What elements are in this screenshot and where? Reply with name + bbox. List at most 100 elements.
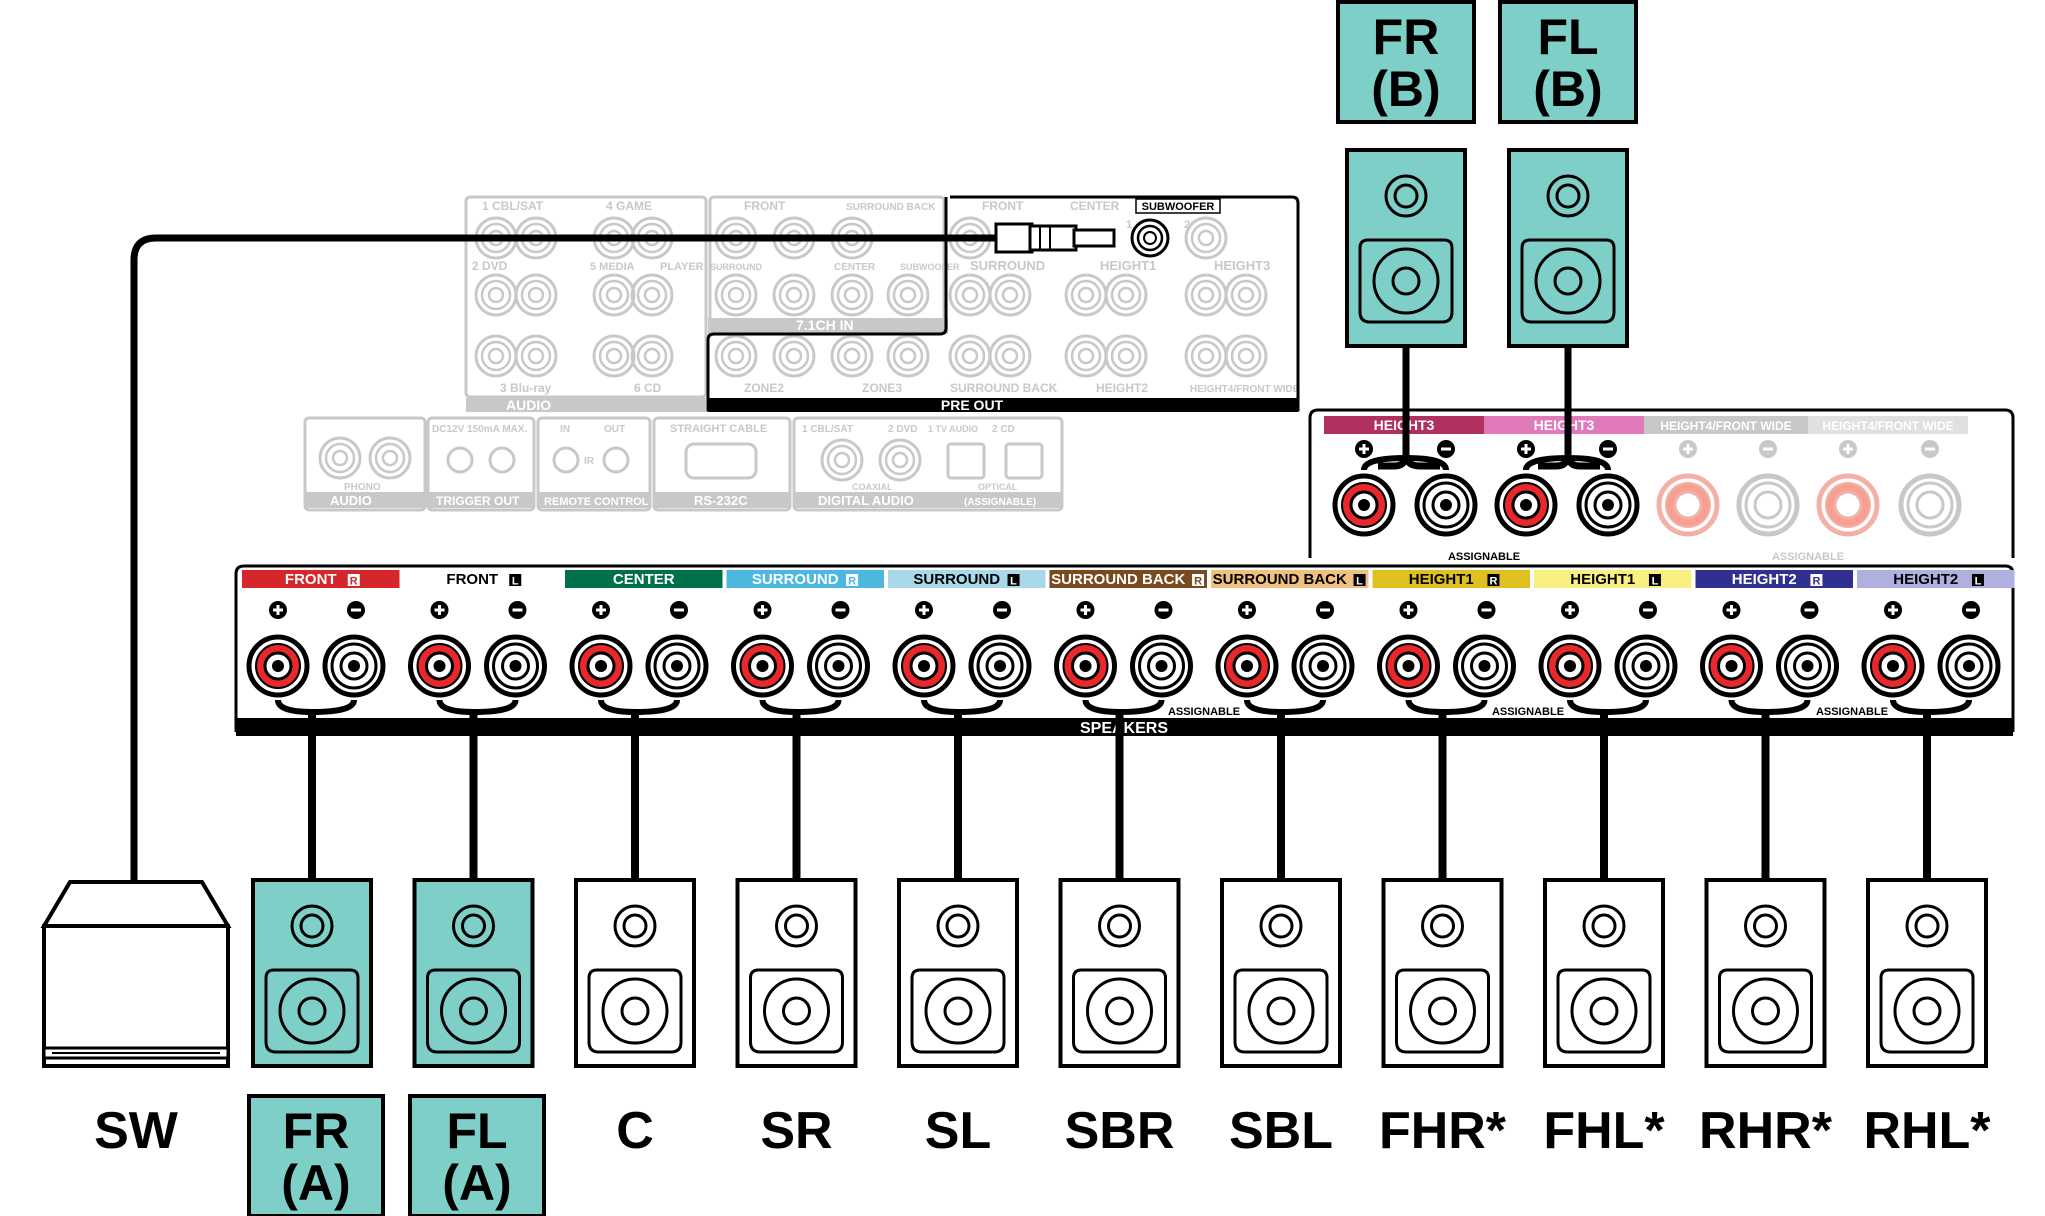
side-mark: R: [1194, 576, 1202, 588]
negative-terminal[interactable]: [1617, 637, 1675, 695]
speakers-label: SPEAKERS: [1080, 720, 1168, 737]
speaker-label: FHL*: [1543, 1102, 1665, 1160]
side-mark-box: [347, 574, 360, 586]
positive-terminal[interactable]: [734, 637, 792, 695]
fl-a-label-line2: (A): [442, 1155, 511, 1211]
negative-terminal[interactable]: [325, 637, 383, 695]
speaker-label: RHR*: [1699, 1102, 1833, 1160]
positive-terminal[interactable]: [1659, 476, 1717, 534]
terminal-color-bar: [1049, 570, 1207, 588]
side-mark: L: [512, 576, 519, 588]
negative-terminal[interactable]: [487, 637, 545, 695]
assignable-label-h1: ASSIGNABLE: [1492, 706, 1564, 718]
negative-terminal[interactable]: [1901, 476, 1959, 534]
terminal-color-bar: [242, 570, 400, 588]
positive-terminal[interactable]: [1703, 637, 1761, 695]
positive-terminal[interactable]: [1218, 637, 1276, 695]
bluray-label: 3 Blu-ray: [500, 381, 552, 395]
speaker-fr-b: [1345, 148, 1467, 348]
minus-icon: [1759, 440, 1777, 458]
plus-icon: [269, 601, 287, 619]
minus-icon: [1800, 601, 1819, 619]
subwoofer-jack[interactable]: [1130, 218, 1170, 258]
terminal-label: HEIGHT1: [1570, 571, 1635, 588]
positive-terminal[interactable]: [1819, 476, 1877, 534]
ir-label: IR: [584, 456, 595, 467]
positive-terminal[interactable]: [249, 637, 307, 695]
terminal-group-2: CENTER: [565, 570, 723, 880]
negative-terminal[interactable]: [1456, 637, 1514, 695]
positive-terminal[interactable]: [572, 637, 630, 695]
positive-terminal[interactable]: [1497, 476, 1555, 534]
negative-terminal[interactable]: [810, 637, 868, 695]
negative-terminal[interactable]: [1579, 476, 1637, 534]
minus-icon: [508, 601, 527, 619]
sub2-label: 2: [1184, 219, 1190, 231]
digital-audio-label: DIGITAL AUDIO: [818, 493, 914, 508]
positive-terminal[interactable]: [1380, 637, 1438, 695]
plus-icon: [1884, 601, 1902, 619]
negative-terminal[interactable]: [1739, 476, 1797, 534]
positive-terminal[interactable]: [1864, 637, 1922, 695]
side-mark-box: [1648, 574, 1661, 586]
speaker-label: RHL*: [1863, 1102, 1991, 1160]
plus-icon: [753, 601, 772, 619]
speaker-sl: [897, 878, 1019, 1068]
side-mark-box: [1353, 574, 1366, 586]
minus-icon: [347, 601, 365, 619]
dvd-label: 2 DVD: [472, 259, 508, 273]
height4fw-l-label: HEIGHT4/FRONT WIDE: [1822, 419, 1953, 433]
game-label: 4 GAME: [606, 199, 652, 213]
positive-terminal[interactable]: [1541, 637, 1599, 695]
plus-icon: [592, 601, 610, 619]
terminal-label: FRONT: [446, 571, 498, 588]
side-mark-box: [1192, 574, 1205, 586]
negative-terminal[interactable]: [971, 637, 1029, 695]
zone3-label: ZONE3: [862, 381, 902, 395]
speaker-label: SBL: [1229, 1102, 1333, 1160]
sub1-label: 1: [1126, 219, 1132, 231]
surround-small-label: SURROUND: [710, 262, 763, 272]
positive-terminal[interactable]: [1335, 476, 1393, 534]
speaker-rhr: [1704, 878, 1827, 1068]
negative-terminal[interactable]: [648, 637, 706, 695]
side-mark: L: [1010, 576, 1017, 588]
subwoofer-small-label: SUBWOOFER: [900, 262, 960, 272]
terminal-color-bar: [726, 570, 884, 588]
negative-terminal[interactable]: [1940, 637, 1998, 695]
speaker-cable-loop: [1082, 699, 1165, 716]
speaker-cable-loop: [1890, 699, 1972, 716]
speaker-cable-loop: [759, 699, 842, 716]
speaker-sr: [735, 878, 858, 1068]
minus-icon: [1477, 601, 1496, 619]
digital-cbl-label: 1 CBL/SAT: [802, 424, 853, 435]
plus-icon: [1076, 601, 1095, 619]
minus-icon: [1437, 440, 1455, 458]
pre-out-label: PRE OUT: [941, 397, 1004, 413]
negative-terminal[interactable]: [1294, 637, 1352, 695]
terminal-label: SURROUND BACK: [1213, 571, 1347, 588]
remote-control-label: REMOTE CONTROL: [544, 496, 649, 508]
positive-terminal[interactable]: [895, 637, 953, 695]
negative-terminal[interactable]: [1417, 476, 1475, 534]
speaker-cable-loop: [1405, 699, 1488, 716]
negative-terminal[interactable]: [1779, 637, 1837, 695]
fr-b-label: FR (B): [1336, 0, 1476, 124]
fr-b-label-line2: (B): [1371, 61, 1440, 117]
speaker-cable-loop: [1244, 699, 1326, 716]
positive-terminal[interactable]: [1057, 637, 1115, 695]
speaker-cable-loop: [1728, 699, 1811, 716]
terminal-label: SURROUND BACK: [1051, 571, 1185, 588]
terminal-group-1: FRONT L: [403, 570, 561, 880]
height3-pre-label: HEIGHT3: [1214, 258, 1270, 273]
speaker-label: SR: [760, 1102, 832, 1160]
negative-terminal[interactable]: [1133, 637, 1191, 695]
positive-terminal[interactable]: [411, 637, 469, 695]
side-mark: L: [1652, 576, 1659, 588]
terminal-label: HEIGHT2: [1732, 571, 1797, 588]
speaker-label: SBR: [1065, 1102, 1175, 1160]
